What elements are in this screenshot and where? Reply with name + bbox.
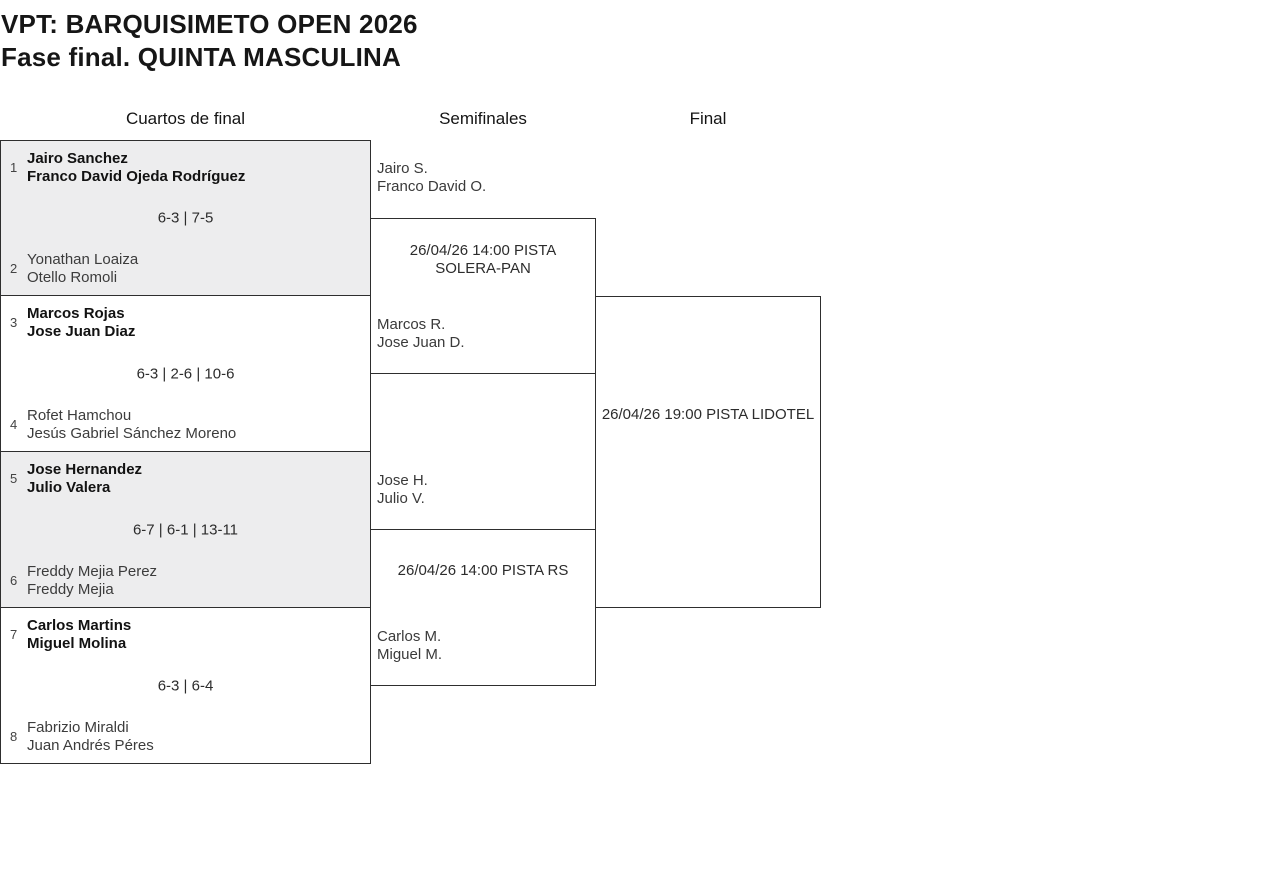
match-score: 6-3 | 7-5 bbox=[157, 209, 214, 227]
player-name: Yonathan Loaiza bbox=[27, 251, 139, 268]
player-name: Marcos Rojas bbox=[27, 305, 125, 322]
quarterfinal-match-3: 5 Jose Hernandez Julio Valera 6-7 | 6-1 … bbox=[0, 451, 371, 608]
seed-number-7: 7 bbox=[10, 627, 18, 642]
player-short-name: Jose Juan D. bbox=[377, 334, 465, 351]
page-subtitle: Fase final. QUINTA MASCULINA bbox=[1, 42, 401, 72]
match-score: 6-7 | 6-1 | 13-11 bbox=[132, 521, 239, 538]
quarterfinal-match-4: 7 Carlos Martins Miguel Molina 6-3 | 6-4… bbox=[0, 607, 371, 764]
column-header-final: Final bbox=[689, 109, 727, 128]
player-name: Jose Hernandez bbox=[27, 461, 143, 478]
seed-number-2: 2 bbox=[10, 261, 18, 276]
final-match: 26/04/26 19:00 PISTA LIDOTEL bbox=[595, 296, 821, 608]
semifinal-match-1: 26/04/26 14:00 PISTA SOLERA-PAN bbox=[370, 218, 596, 374]
match-score: 6-3 | 6-4 bbox=[157, 677, 214, 694]
player-short-name: Marcos R. bbox=[377, 316, 446, 333]
match-score: 6-3 | 2-6 | 10-6 bbox=[136, 365, 235, 382]
seed-number-8: 8 bbox=[10, 729, 18, 744]
player-short-name: Jose H. bbox=[377, 472, 428, 489]
quarterfinal-match-1: 1 Jairo Sanchez Franco David Ojeda Rodrí… bbox=[0, 140, 371, 296]
player-name: Freddy Mejia Perez bbox=[27, 563, 158, 580]
player-short-name: Miguel M. bbox=[377, 646, 443, 663]
team-fabrizio-miraldi: Fabrizio Miraldi Juan Andrés Péres bbox=[27, 719, 364, 755]
player-name: Rofet Hamchou bbox=[27, 407, 132, 424]
seed-number-3: 3 bbox=[10, 315, 18, 330]
team-yonathan-loaiza: Yonathan Loaiza Otello Romoli bbox=[27, 251, 364, 287]
player-name: Fabrizio Miraldi bbox=[27, 719, 129, 736]
semifinal-1-team-2: Marcos R. Jose Juan D. bbox=[377, 316, 465, 352]
team-freddy-mejia: Freddy Mejia Perez Freddy Mejia bbox=[27, 563, 364, 599]
seed-number-5: 5 bbox=[10, 471, 18, 486]
semifinal-1-schedule: 26/04/26 14:00 PISTA SOLERA-PAN bbox=[409, 242, 557, 277]
player-name: Franco David Ojeda Rodríguez bbox=[27, 168, 246, 185]
team-marcos-rojas: Marcos Rojas Jose Juan Diaz bbox=[27, 305, 364, 341]
player-name: Freddy Mejia bbox=[27, 581, 114, 598]
semifinal-2-schedule: 26/04/26 14:00 PISTA RS bbox=[397, 562, 569, 579]
seed-number-6: 6 bbox=[10, 573, 18, 588]
player-name: Julio Valera bbox=[27, 479, 111, 496]
player-short-name: Franco David O. bbox=[377, 178, 487, 195]
semifinal-2-team-1: Jose H. Julio V. bbox=[377, 472, 428, 508]
semifinal-2-team-2: Carlos M. Miguel M. bbox=[377, 628, 442, 664]
player-short-name: Carlos M. bbox=[377, 628, 442, 645]
quarterfinal-match-2: 3 Marcos Rojas Jose Juan Diaz 6-3 | 2-6 … bbox=[0, 295, 371, 452]
final-schedule: 26/04/26 19:00 PISTA LIDOTEL bbox=[601, 406, 815, 423]
semifinal-1-team-1: Jairo S. Franco David O. bbox=[377, 160, 486, 196]
team-rofet-hamchou: Rofet Hamchou Jesús Gabriel Sánchez More… bbox=[27, 407, 364, 443]
player-name: Juan Andrés Péres bbox=[27, 737, 154, 754]
player-short-name: Jairo S. bbox=[377, 160, 428, 177]
column-header-semifinals: Semifinales bbox=[439, 109, 527, 128]
team-jose-hernandez: Jose Hernandez Julio Valera bbox=[27, 461, 364, 497]
player-name: Jairo Sanchez bbox=[27, 150, 128, 167]
column-header-quarterfinals: Cuartos de final bbox=[125, 109, 246, 128]
seed-number-1: 1 bbox=[10, 160, 18, 175]
player-name: Otello Romoli bbox=[27, 269, 118, 286]
player-name: Miguel Molina bbox=[27, 635, 127, 652]
player-short-name: Julio V. bbox=[377, 490, 425, 507]
player-name: Jose Juan Diaz bbox=[27, 323, 136, 340]
page-title: VPT: BARQUISIMETO OPEN 2026 bbox=[1, 9, 418, 39]
team-jairo-sanchez: Jairo Sanchez Franco David Ojeda Rodrígu… bbox=[27, 150, 364, 186]
player-name: Jesús Gabriel Sánchez Moreno bbox=[27, 425, 237, 442]
seed-number-4: 4 bbox=[10, 417, 18, 432]
player-name: Carlos Martins bbox=[27, 617, 132, 634]
team-carlos-martins: Carlos Martins Miguel Molina bbox=[27, 617, 364, 653]
